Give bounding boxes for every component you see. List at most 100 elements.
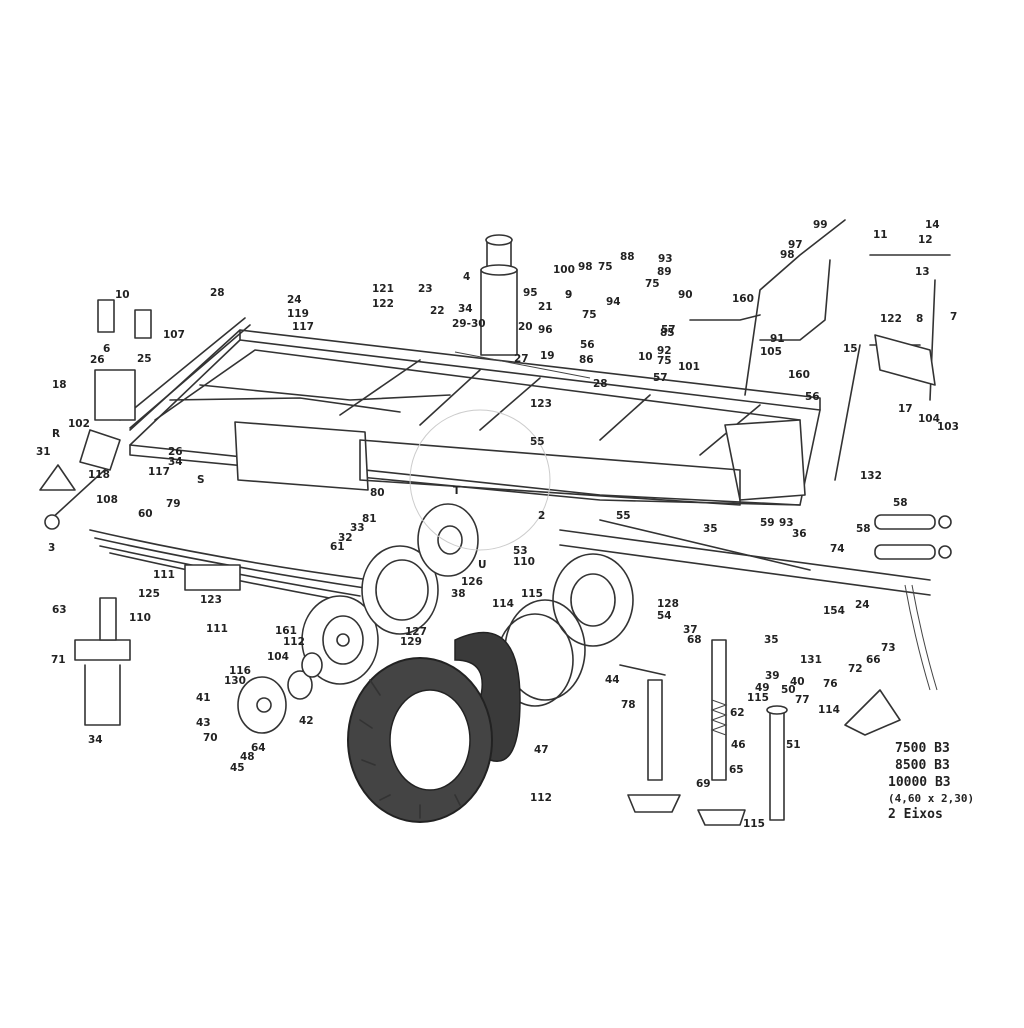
part-label: 35	[764, 634, 779, 646]
part-label: 49	[755, 682, 770, 694]
part-label: 15	[843, 343, 858, 355]
part-label: 81	[362, 513, 377, 525]
part-label: 31	[36, 446, 51, 458]
part-label: 88	[620, 251, 635, 263]
part-label: 129	[400, 636, 422, 648]
part-label: 11	[873, 229, 888, 241]
part-label: 104	[267, 651, 289, 663]
hub-front	[417, 503, 479, 577]
part-label: 111	[206, 623, 228, 635]
part-label: 108	[96, 494, 118, 506]
part-label: 98	[578, 261, 593, 273]
part-label: 119	[287, 308, 309, 320]
part-label: 21	[538, 301, 553, 313]
part-label: 85	[660, 327, 675, 339]
part-label: 131	[800, 654, 822, 666]
part-label: 114	[492, 598, 514, 610]
part-label: 34	[458, 303, 473, 315]
part-label: 56	[580, 339, 595, 351]
part-label: 93	[658, 253, 673, 265]
part-label: 29-30	[452, 318, 486, 330]
part-label: 35	[703, 523, 718, 535]
part-label: 75	[582, 309, 597, 321]
part-label: 28	[210, 287, 225, 299]
part-label: 91	[770, 333, 785, 345]
part-label: 161	[275, 625, 297, 637]
safety-chain	[904, 584, 938, 691]
part-label: 6	[103, 343, 110, 355]
part-label: 55	[616, 510, 631, 522]
part-label: 61	[330, 541, 345, 553]
part-label: T	[453, 485, 461, 497]
part-label: 102	[68, 418, 90, 430]
part-label: 50	[781, 684, 796, 696]
part-label: 76	[823, 678, 838, 690]
part-label: 70	[203, 732, 218, 744]
part-label: 130	[224, 675, 246, 687]
part-label: 98	[780, 249, 795, 261]
part-label: 7	[950, 311, 957, 323]
part-label: 14	[925, 219, 940, 231]
part-label: 105	[760, 346, 782, 358]
part-label: 64	[251, 742, 266, 754]
part-label: 22	[430, 305, 445, 317]
part-label: 58	[893, 497, 908, 509]
part-label: 55	[530, 436, 545, 448]
part-label: 17	[898, 403, 913, 415]
drawbar	[559, 519, 931, 596]
part-label: 59	[760, 517, 775, 529]
part-label: 90	[678, 289, 693, 301]
part-label: 71	[51, 654, 66, 666]
model-line-1: 7500 B3	[895, 741, 950, 756]
part-label: 8	[916, 313, 923, 325]
part-label: 78	[621, 699, 636, 711]
part-label: 95	[523, 287, 538, 299]
part-label: 111	[153, 569, 175, 581]
part-label: 62	[730, 707, 745, 719]
part-label: 117	[148, 466, 170, 478]
part-label: 26	[168, 446, 183, 458]
part-label: 41	[196, 692, 211, 704]
part-label: 56	[805, 391, 820, 403]
part-label: 104	[918, 413, 940, 425]
part-label: 4	[463, 271, 470, 283]
part-label: 39	[765, 670, 780, 682]
part-label: 65	[729, 764, 744, 776]
part-label: 48	[240, 751, 255, 763]
part-label: 9	[565, 289, 572, 301]
part-label: 36	[792, 528, 807, 540]
part-label: 122	[880, 313, 902, 325]
part-label: 43	[196, 717, 211, 729]
part-label: 128	[657, 598, 679, 610]
part-label: 86	[579, 354, 594, 366]
part-label: 47	[534, 744, 549, 756]
part-label: 92	[657, 345, 672, 357]
part-label: 25	[137, 353, 152, 365]
part-label: S	[197, 474, 205, 486]
part-label: 45	[230, 762, 245, 774]
pins	[874, 514, 952, 560]
part-label: 126	[461, 576, 483, 588]
brake-plate	[361, 545, 439, 635]
part-label: U	[478, 559, 487, 571]
part-label: 13	[915, 266, 930, 278]
part-label: 112	[530, 792, 552, 804]
part-label: 32	[338, 532, 353, 544]
part-label: 112	[283, 636, 305, 648]
model-line-4: (4,60 x 2,30)	[888, 792, 974, 805]
part-label: 10	[115, 289, 130, 301]
part-label: 74	[830, 543, 845, 555]
tire	[347, 657, 493, 823]
part-label: 23	[418, 283, 433, 295]
part-label: 123	[200, 594, 222, 606]
part-label: 12	[918, 234, 933, 246]
part-label: 115	[521, 588, 543, 600]
part-label: 46	[731, 739, 746, 751]
part-label: R	[52, 428, 60, 440]
part-label: 63	[52, 604, 67, 616]
part-label: 121	[372, 283, 394, 295]
part-label: 75	[645, 278, 660, 290]
part-label: 68	[687, 634, 702, 646]
part-label: 34	[168, 456, 183, 468]
support-jack-64	[619, 664, 681, 813]
